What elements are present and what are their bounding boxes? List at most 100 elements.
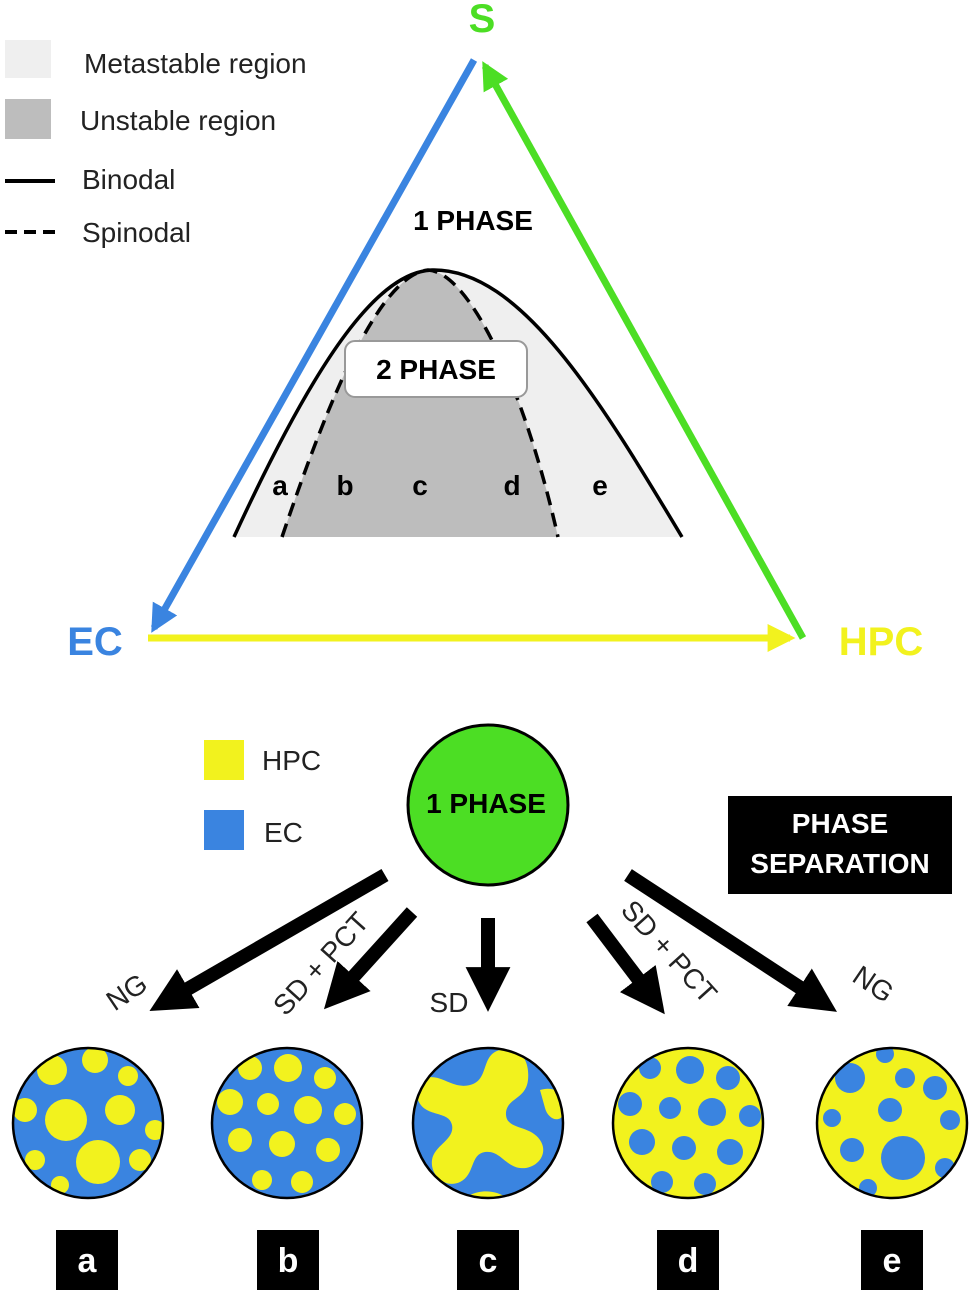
droplet — [923, 1076, 947, 1100]
mechanism-label-c: SD — [430, 987, 469, 1018]
droplet — [651, 1171, 673, 1193]
region-b-label: b — [336, 470, 353, 501]
droplet — [716, 1066, 740, 1090]
vertex-s-label: S — [469, 0, 496, 41]
metastable-label: Metastable region — [84, 48, 307, 79]
droplet — [76, 1140, 120, 1184]
edge-s-to-ec — [150, 58, 478, 633]
droplet — [717, 1139, 743, 1165]
phase-separation-box — [728, 796, 952, 894]
unstable-swatch — [5, 99, 51, 139]
mechanism-label-e: NG — [847, 960, 899, 1009]
droplet — [881, 1136, 925, 1180]
morphology-b — [212, 1048, 362, 1198]
droplet — [334, 1103, 356, 1125]
label-box-b — [257, 1230, 319, 1290]
one-phase-label: 1 PHASE — [413, 205, 533, 236]
ec-swatch — [204, 810, 244, 850]
region-a-label: a — [272, 470, 288, 501]
droplet — [629, 1129, 655, 1155]
morphology-d-border — [611, 1046, 765, 1200]
morphology-e — [817, 1048, 967, 1198]
label-box-e — [861, 1230, 923, 1290]
droplet — [217, 1089, 243, 1115]
droplet — [25, 1150, 45, 1170]
arrow-to-b — [323, 907, 418, 1010]
arrow-to-d — [586, 913, 665, 1015]
droplet — [257, 1093, 279, 1115]
one-phase-circle — [406, 723, 570, 887]
droplet — [739, 1105, 761, 1127]
two-phase-label: 2 PHASE — [376, 354, 496, 385]
droplet — [145, 1120, 163, 1140]
ternary-triangle: S EC HPC — [67, 0, 923, 664]
droplet — [314, 1067, 336, 1089]
spinodal-label: Spinodal — [82, 217, 191, 248]
label-b: b — [278, 1242, 299, 1280]
hpc-swatch — [204, 740, 244, 780]
droplet — [82, 1048, 108, 1073]
label-box-d — [657, 1230, 719, 1290]
droplet — [694, 1173, 716, 1195]
one-phase-circle-label: 1 PHASE — [426, 788, 546, 819]
separation-arrows — [149, 868, 837, 1015]
mechanism-label-d: SD + PCT — [615, 894, 723, 1009]
mechanism-label-a: NG — [101, 968, 153, 1017]
legend-bottom: HPC EC — [204, 740, 321, 850]
droplet — [672, 1136, 696, 1160]
droplet — [238, 1056, 262, 1080]
morphology-a — [13, 1048, 163, 1198]
vertex-ec-label: EC — [67, 620, 123, 664]
droplet — [118, 1066, 138, 1086]
droplet — [639, 1057, 661, 1079]
morphology-a-border — [11, 1046, 165, 1200]
droplet — [659, 1097, 681, 1119]
region-e-label: e — [592, 470, 608, 501]
droplet — [252, 1170, 272, 1190]
label-e: e — [883, 1242, 902, 1280]
ec-legend-label: EC — [264, 817, 303, 848]
droplet — [823, 1109, 841, 1127]
unstable-label: Unstable region — [80, 105, 276, 136]
droplet — [291, 1171, 313, 1193]
label-a: a — [78, 1242, 98, 1280]
droplet — [13, 1098, 37, 1122]
droplet — [129, 1149, 151, 1171]
droplet — [274, 1054, 302, 1082]
droplet — [105, 1095, 135, 1125]
label-box-c — [457, 1230, 519, 1290]
droplet — [618, 1092, 642, 1116]
bicontinuous-yellow — [418, 1049, 544, 1184]
arrow-to-a — [149, 868, 389, 1011]
metastable-swatch — [5, 40, 51, 78]
droplet — [228, 1128, 252, 1152]
label-c: c — [479, 1242, 498, 1280]
hpc-legend-label: HPC — [262, 745, 321, 776]
region-c-label: c — [412, 470, 428, 501]
droplet — [878, 1098, 902, 1122]
droplet — [294, 1096, 322, 1124]
droplet — [895, 1068, 915, 1088]
droplet — [269, 1131, 295, 1157]
morphology-labels: a b c d e — [56, 1230, 923, 1290]
droplet — [37, 1055, 67, 1085]
morphology-c — [413, 1048, 563, 1198]
droplet — [840, 1138, 864, 1162]
phase-separation-line2: SEPARATION — [750, 848, 929, 879]
binodal-label: Binodal — [82, 164, 175, 195]
droplet — [698, 1098, 726, 1126]
morphology-e-border — [815, 1046, 969, 1200]
morphology-d — [613, 1048, 763, 1198]
droplet — [835, 1063, 865, 1093]
droplet — [316, 1138, 340, 1162]
edge-hpc-to-s — [481, 61, 807, 640]
arrow-to-e — [624, 869, 837, 1012]
droplet — [940, 1110, 960, 1130]
morphology-b-border — [210, 1046, 364, 1200]
legend-top: Metastable region Unstable region Binoda… — [5, 40, 307, 248]
region-d-label: d — [503, 470, 520, 501]
vertex-hpc-label: HPC — [839, 620, 923, 664]
phase-separation-line1: PHASE — [792, 808, 888, 839]
morphology-c-border — [411, 1046, 565, 1200]
